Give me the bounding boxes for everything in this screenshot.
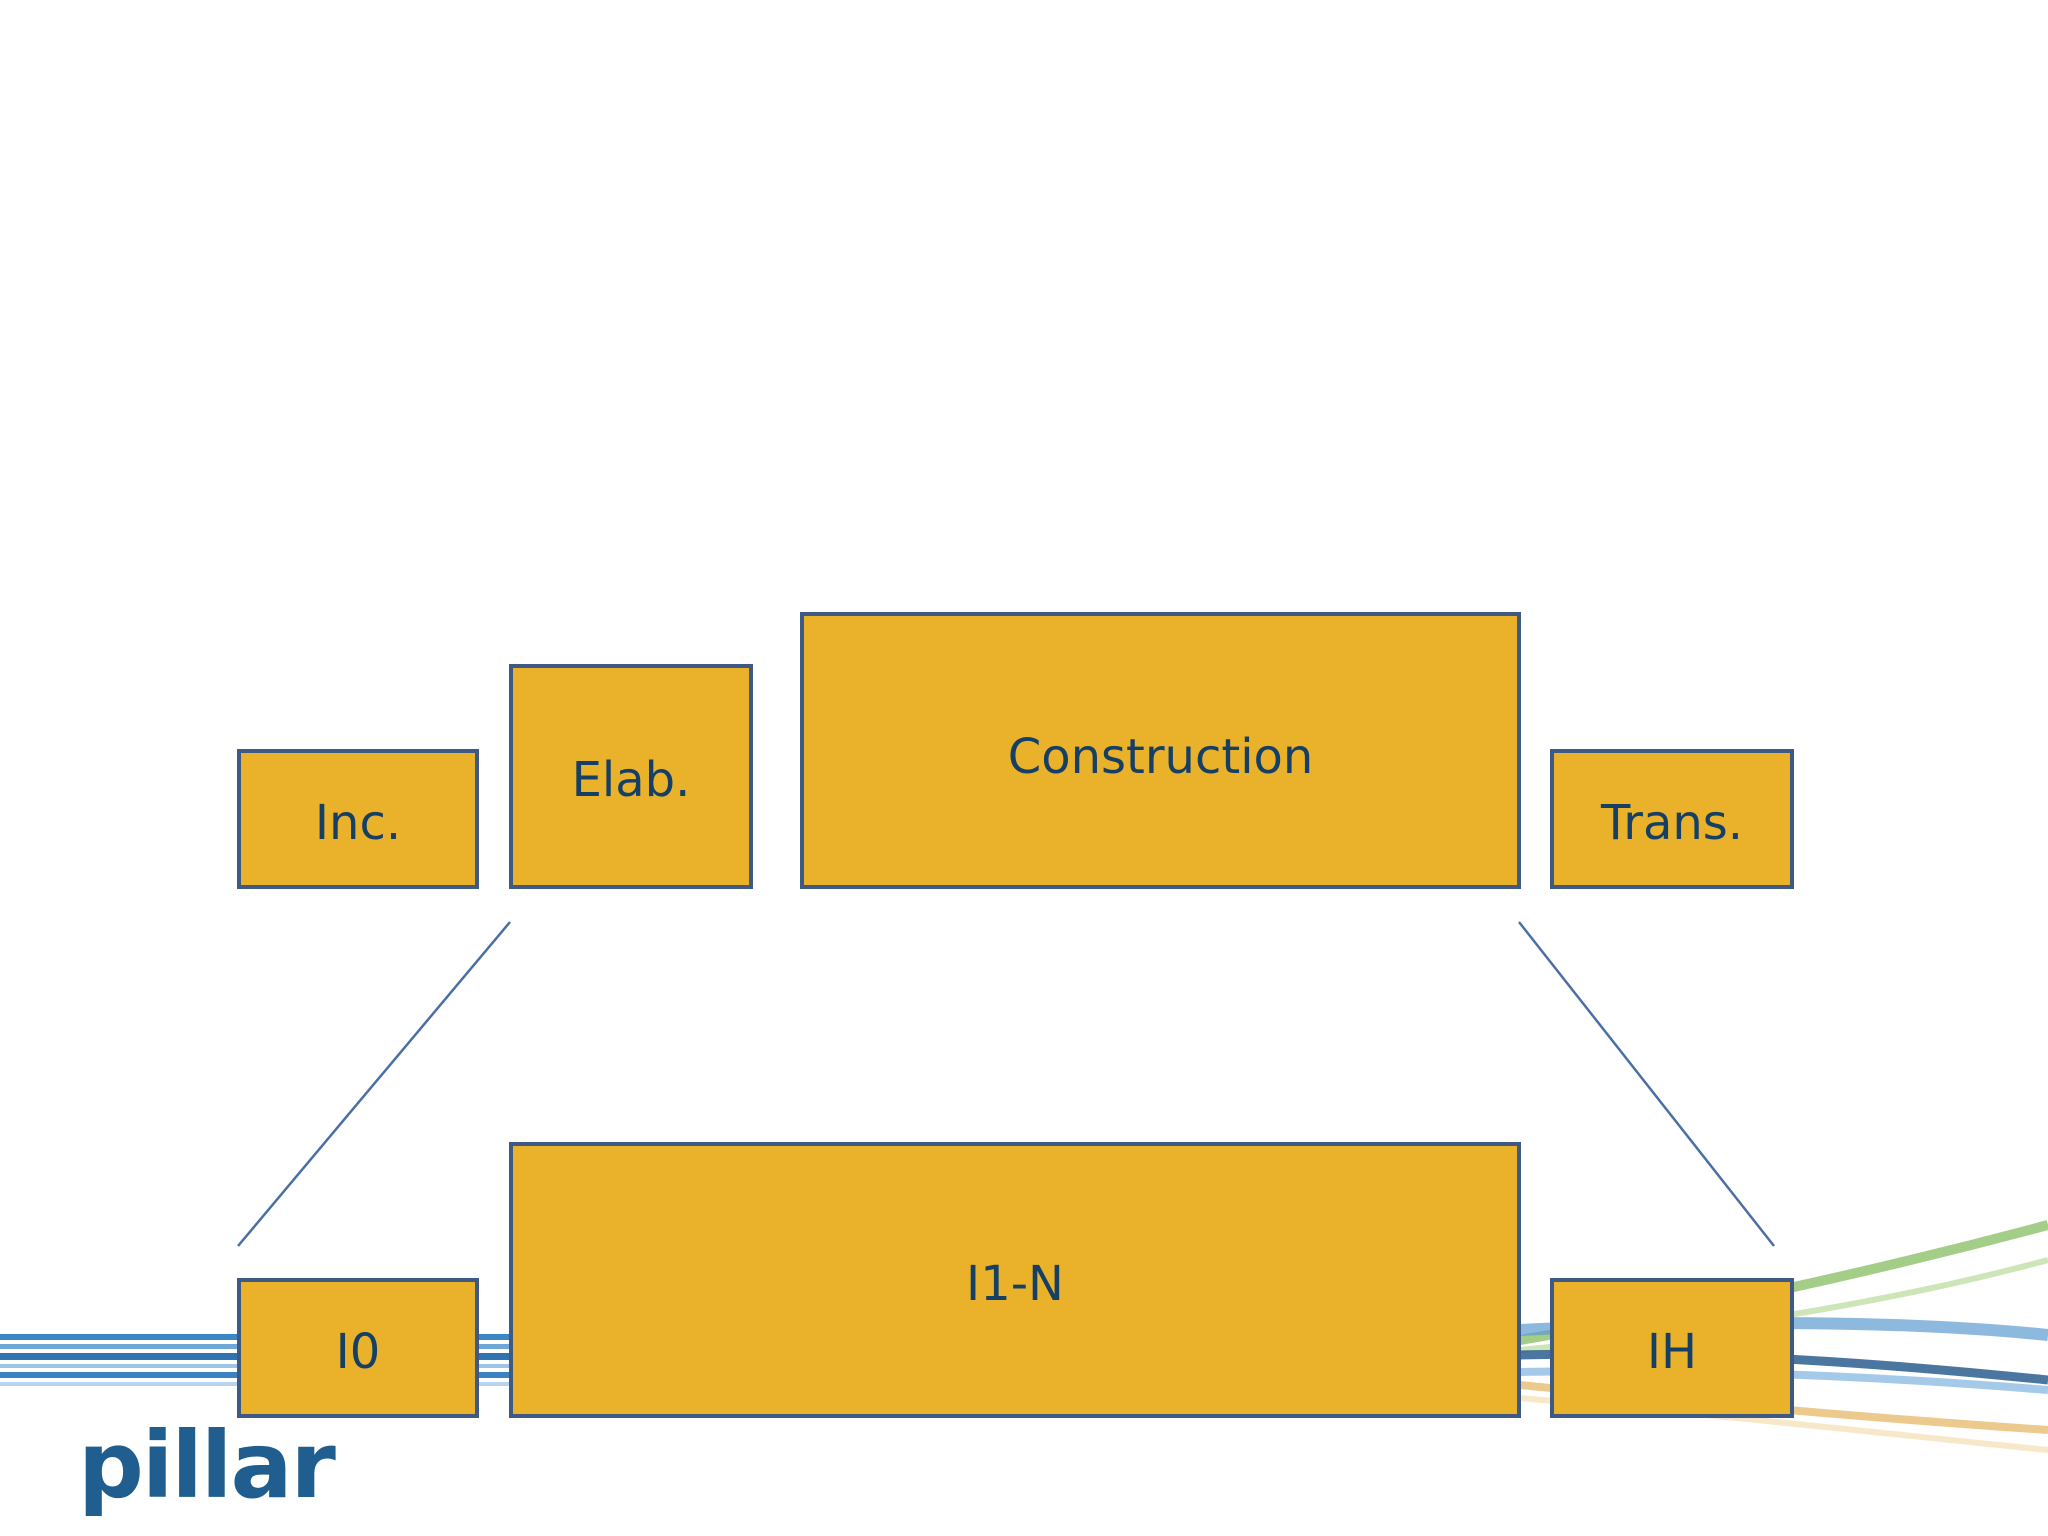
pillar-logo: pillar <box>78 1412 336 1519</box>
connector-left <box>237 921 511 1247</box>
phase-label-inc: Inc. <box>314 795 402 851</box>
phase-box-inc: Inc. <box>237 749 479 889</box>
iteration-box-ih: IH <box>1550 1278 1794 1418</box>
phase-box-elab: Elab. <box>509 664 753 889</box>
phase-label-elab: Elab. <box>571 752 691 808</box>
phase-label-construction: Construction <box>1007 729 1314 785</box>
phase-box-trans: Trans. <box>1550 749 1794 889</box>
iteration-box-i0: I0 <box>237 1278 479 1418</box>
phase-box-construction: Construction <box>800 612 1521 889</box>
phase-label-trans: Trans. <box>1600 795 1744 851</box>
iteration-label-i0: I0 <box>335 1324 381 1380</box>
connector-right <box>1518 921 1775 1247</box>
iteration-label-ih: IH <box>1646 1324 1698 1380</box>
iteration-box-i1n: I1-N <box>509 1142 1521 1418</box>
iteration-label-i1n: I1-N <box>966 1256 1064 1312</box>
